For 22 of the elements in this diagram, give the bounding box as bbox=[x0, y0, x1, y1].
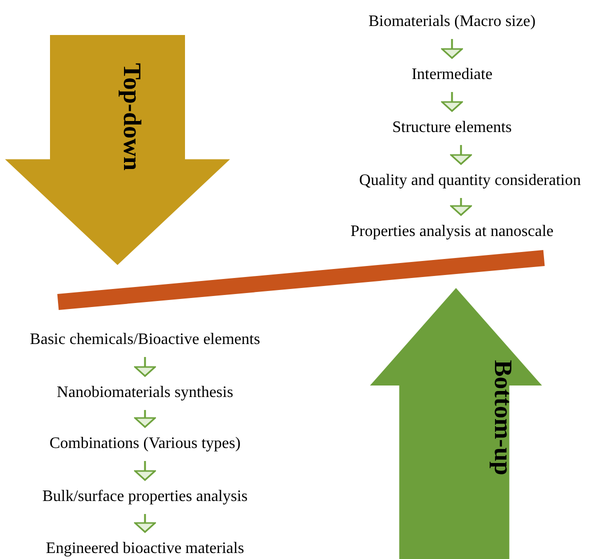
step-label: Structure elements bbox=[392, 111, 512, 145]
arrow-label: Bottom-up bbox=[488, 360, 516, 476]
arrow bbox=[134, 514, 156, 533]
step-label: Engineered bioactive materials bbox=[46, 532, 244, 559]
arrow bbox=[134, 461, 156, 481]
step-label: Intermediate bbox=[412, 58, 492, 92]
arrow bbox=[450, 198, 472, 216]
arrow bbox=[450, 145, 472, 165]
arrow bbox=[134, 357, 156, 377]
step-label: Biomaterials (Macro size) bbox=[368, 5, 536, 39]
arrow-label: Top-down bbox=[117, 63, 145, 170]
step-label: Bulk/surface properties analysis bbox=[42, 480, 248, 514]
step-label: Properties analysis at nanoscale bbox=[350, 215, 554, 249]
block-arrow bbox=[370, 288, 542, 559]
step-label: Basic chemicals/Bioactive elements bbox=[30, 323, 260, 357]
step-label: Nanobiomaterials synthesis bbox=[56, 376, 234, 410]
arrow bbox=[441, 39, 463, 59]
arrow bbox=[134, 410, 156, 428]
block-arrow bbox=[5, 35, 230, 265]
arrow bbox=[441, 92, 463, 112]
step-label: Quality and quantity consideration bbox=[359, 164, 581, 198]
step-label: Combinations (Various types) bbox=[49, 427, 241, 461]
